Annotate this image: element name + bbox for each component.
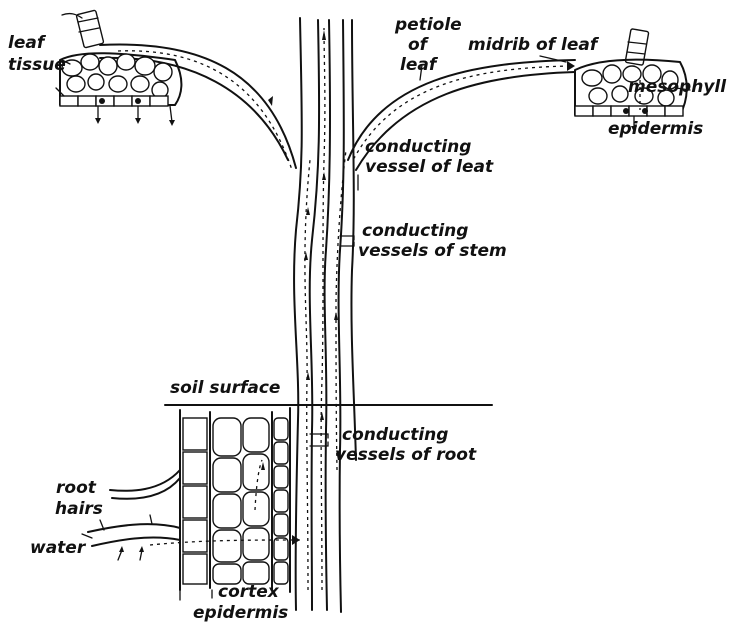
label-conducting-leaf-2: vessel of leat xyxy=(365,157,494,177)
label-leaf: leaf xyxy=(8,33,47,53)
label-conducting-root-2: vessels of root xyxy=(335,445,477,465)
stem xyxy=(294,18,356,612)
label-petiole-of: of xyxy=(408,35,430,55)
label-conducting-stem-1: conducting xyxy=(362,221,468,241)
flow-arrow xyxy=(306,372,310,380)
flow-arrow xyxy=(334,312,338,320)
label-epidermis-leaf: epidermis xyxy=(608,119,703,139)
flow-arrow xyxy=(322,172,326,180)
label-soil-surface: soil surface xyxy=(170,378,280,398)
label-conducting-root-1: conducting xyxy=(342,425,448,445)
root-cross-section xyxy=(150,408,300,592)
flow-arrow xyxy=(567,61,575,71)
label-cortex: cortex xyxy=(218,582,280,602)
label-petiole-leaf: leaf xyxy=(400,55,439,75)
label-midrib: midrib of leaf xyxy=(468,35,600,55)
label-tissue: tissue xyxy=(8,55,66,75)
label-petiole: petiole xyxy=(394,15,462,35)
flow-arrow xyxy=(322,30,326,40)
label-hairs: hairs xyxy=(55,499,103,519)
label-water: water xyxy=(30,538,87,558)
flow-arrow xyxy=(268,96,273,106)
label-conducting-leaf-1: conducting xyxy=(365,137,471,157)
left-leaf-tissue xyxy=(56,10,181,126)
label-conducting-stem-2: vessels of stem xyxy=(358,241,507,261)
label-mesophyll: mesophyll xyxy=(628,77,727,97)
label-root: root xyxy=(56,478,97,498)
label-epidermis-root: epidermis xyxy=(193,603,288,623)
